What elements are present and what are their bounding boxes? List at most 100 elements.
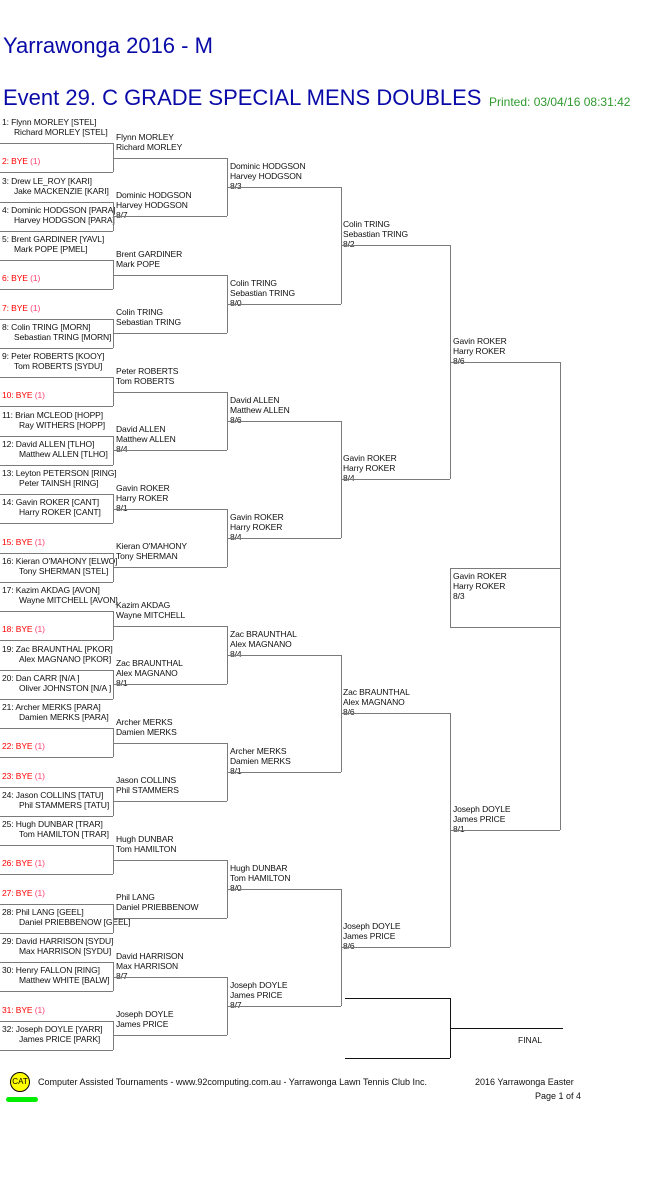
bracket-line	[0, 143, 113, 144]
entry-player1: 30: Henry FALLON [RING]	[2, 965, 100, 975]
winner-player2: Richard MORLEY	[116, 142, 183, 152]
bye-note: (1)	[30, 156, 41, 166]
bracket-line	[0, 260, 113, 261]
player-name: David ALLEN [TLHO]	[15, 439, 95, 449]
entry-player1: 5: Brent GARDINER [YAVL]	[2, 234, 104, 244]
bracket-line	[0, 465, 113, 466]
seed-number: 8:	[2, 322, 9, 332]
bracket-line	[341, 713, 450, 714]
entry-player1: 25: Hugh DUNBAR [TRAR]	[2, 819, 103, 829]
winner-player1: Flynn MORLEY	[116, 132, 174, 142]
bye-seed: 6:	[2, 273, 9, 283]
bye-note: (1)	[30, 303, 41, 313]
bracket-line	[113, 977, 227, 978]
match-score: 8/1	[453, 824, 465, 834]
winner-player2: Harry ROKER	[453, 346, 506, 356]
seed-number: 12:	[2, 439, 14, 449]
winner-player2: Harry ROKER	[116, 493, 169, 503]
winner-player2: James PRICE	[343, 931, 396, 941]
entry-player1: 21: Archer MERKS [PARA]	[2, 702, 101, 712]
bracket-line	[0, 757, 113, 758]
bracket-line	[113, 1035, 227, 1036]
bracket-line	[0, 172, 113, 173]
bracket-line	[0, 202, 113, 203]
bye-note: (1)	[34, 624, 45, 634]
bye-note: (1)	[34, 537, 45, 547]
champion-player1: Gavin ROKER	[453, 571, 507, 581]
match-score: 8/1	[230, 766, 242, 776]
entry-player1: 12: David ALLEN [TLHO]	[2, 439, 94, 449]
bracket-line	[0, 640, 113, 641]
entry-player2: Richard MORLEY [STEL]	[14, 127, 108, 137]
bye-label: BYE	[15, 390, 33, 400]
logo-underline	[6, 1097, 38, 1102]
bracket-line	[0, 670, 113, 671]
bracket-line	[227, 421, 341, 422]
seed-number: 11:	[2, 410, 13, 420]
winner-player1: Dominic HODGSON	[230, 161, 306, 171]
match-score: 8/4	[343, 473, 355, 483]
bracket-line	[0, 816, 113, 817]
player-name: Gavin ROKER [CANT]	[15, 497, 100, 507]
seed-number: 19:	[2, 644, 14, 654]
entry-player2: Oliver JOHNSTON [N/A ]	[19, 683, 112, 693]
bracket-line	[113, 450, 227, 451]
entry-player1: 8: Colin TRING [MORN]	[2, 322, 91, 332]
winner-player2: Alex MAGNANO	[343, 697, 405, 707]
winner-player1: Gavin ROKER	[230, 512, 284, 522]
seed-number: 9:	[2, 351, 9, 361]
winner-player2: Sebastian TRING	[116, 317, 181, 327]
bracket-line	[113, 377, 114, 406]
match-score: 8/7	[116, 971, 128, 981]
bracket-line	[450, 830, 560, 831]
bye-seed: 10:	[2, 390, 14, 400]
entry-player2: Peter TAINSH [RING]	[19, 478, 99, 488]
bracket-line	[227, 304, 341, 305]
entry-player1: 11: Brian MCLEOD [HOPP]	[2, 410, 103, 420]
player-name: Kieran O'MAHONY [ELWO]	[15, 556, 118, 566]
entry-player1: 14: Gavin ROKER [CANT]	[2, 497, 99, 507]
bracket-line	[0, 553, 113, 554]
match-score: 8/0	[230, 883, 242, 893]
winner-player1: David ALLEN	[230, 395, 280, 405]
bye-seed: 26:	[2, 858, 14, 868]
bracket-line	[341, 479, 450, 480]
bracket-line	[113, 962, 114, 991]
entry-player2: Daniel PRIEBBENOW [GEEL]	[19, 917, 131, 927]
player-name: Dominic HODGSON [PARA]	[11, 205, 116, 215]
player-name: Hugh DUNBAR [TRAR]	[15, 819, 103, 829]
footer-tournament: 2016 Yarrawonga Easter	[475, 1077, 574, 1087]
seed-number: 21:	[2, 702, 14, 712]
bracket-line	[0, 904, 113, 905]
entry-player1: 28: Phil LANG [GEEL]	[2, 907, 84, 917]
winner-player1: Kazim AKDAG	[116, 600, 171, 610]
bracket-line	[113, 743, 227, 744]
bye-label: BYE	[11, 156, 28, 166]
bye-entry: 2: BYE (1)	[2, 156, 40, 166]
bracket-line	[0, 406, 113, 407]
winner-player1: Brent GARDINER	[116, 249, 183, 259]
bye-seed: 7:	[2, 303, 9, 313]
bracket-line	[227, 1006, 341, 1007]
winner-player2: Alex MAGNANO	[116, 668, 178, 678]
winner-player2: Damien MERKS	[230, 756, 291, 766]
bracket-line	[0, 319, 113, 320]
match-score: 8/0	[230, 298, 242, 308]
entry-player2: James PRICE [PARK]	[19, 1034, 101, 1044]
bracket-line	[450, 362, 560, 363]
entry-player2: Tom HAMILTON [TRAR]	[19, 829, 109, 839]
entry-player2: Tony SHERMAN [STEL]	[19, 566, 109, 576]
winner-player1: Joseph DOYLE	[453, 804, 511, 814]
winner-player2: Tom HAMILTON	[116, 844, 177, 854]
seed-number: 29:	[2, 936, 14, 946]
seed-number: 30:	[2, 965, 14, 975]
entry-player2: Harry ROKER [CANT]	[19, 507, 101, 517]
winner-player1: Colin TRING	[116, 307, 163, 317]
entry-player1: 9: Peter ROBERTS [KOOY]	[2, 351, 105, 361]
bracket-line	[0, 348, 113, 349]
entry-player2: Tom ROBERTS [SYDU]	[14, 361, 103, 371]
match-score: 8/6	[343, 707, 355, 717]
bye-seed: 18:	[2, 624, 14, 634]
winner-player2: Matthew ALLEN	[116, 434, 176, 444]
entry-player1: 3: Drew LE_ROY [KARI]	[2, 176, 92, 186]
